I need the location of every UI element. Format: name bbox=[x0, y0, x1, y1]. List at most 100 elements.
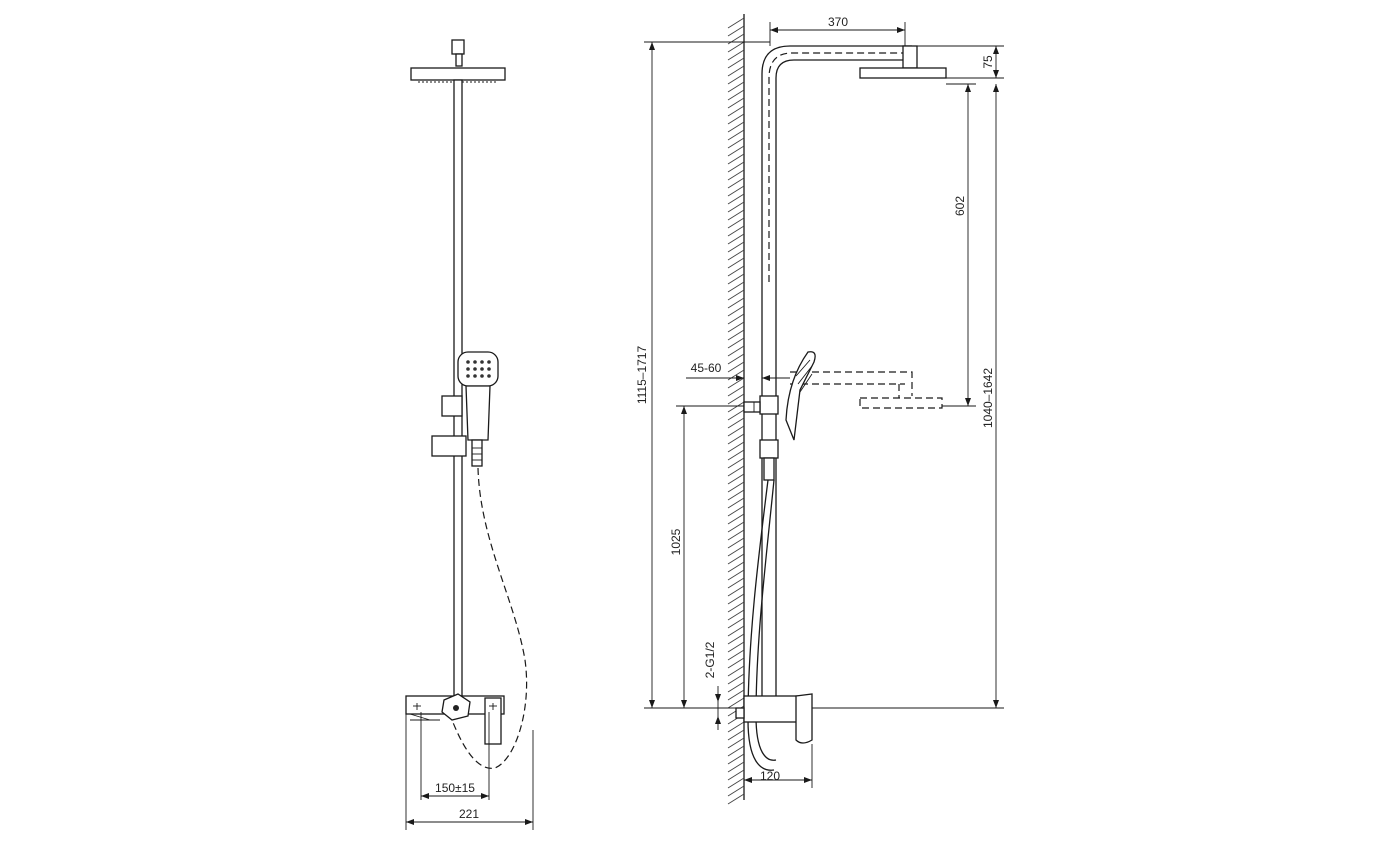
wall-hatch-line bbox=[727, 593, 745, 605]
wall-hatch-line bbox=[727, 721, 745, 733]
wall-hatch-line bbox=[727, 329, 745, 341]
wall-hatch-line bbox=[727, 401, 745, 413]
wall-hatch-line bbox=[727, 761, 745, 773]
wall-hatch-line bbox=[727, 121, 745, 133]
wall-hatch-line bbox=[727, 537, 745, 549]
wall-hatch-line bbox=[727, 457, 745, 469]
wall-hatch-line bbox=[727, 609, 745, 621]
side-mixer bbox=[735, 693, 813, 744]
wall-hatch-line bbox=[727, 545, 745, 557]
wall-hatch-line bbox=[727, 657, 745, 669]
wall-hatch-line bbox=[727, 433, 745, 445]
side-hand-shower bbox=[759, 351, 816, 481]
wall-hatch-line bbox=[727, 177, 745, 189]
wall-hatch-line bbox=[727, 409, 745, 421]
wall-hatch-line bbox=[727, 25, 745, 37]
wall-hatch-line bbox=[727, 209, 745, 221]
wall-hatch-line bbox=[727, 129, 745, 141]
wall-hatch-line bbox=[727, 777, 745, 789]
wall-hatch-line bbox=[727, 585, 745, 597]
dimension-head-height: 75 bbox=[981, 55, 995, 69]
wall-hatch-line bbox=[727, 161, 745, 173]
dimension-arm-height: 1040–1642 bbox=[981, 368, 995, 428]
wall-hatch-line bbox=[727, 633, 745, 645]
wall-hatch-line bbox=[727, 673, 745, 685]
wall-hatch-line bbox=[727, 665, 745, 677]
wall-hatch-line bbox=[727, 481, 745, 493]
wall-hatch-line bbox=[727, 393, 745, 405]
wall-hatch-line bbox=[727, 441, 745, 453]
front-rail bbox=[453, 79, 463, 697]
side-overhead-shower-head bbox=[859, 45, 947, 79]
wall-hatch-line bbox=[727, 289, 745, 301]
wall-hatch-line bbox=[727, 337, 745, 349]
wall-hatch-line bbox=[727, 689, 745, 701]
wall-hatch-line bbox=[727, 313, 745, 325]
wall-hatch-line bbox=[727, 465, 745, 477]
wall-hatch-line bbox=[727, 497, 745, 509]
front-hose bbox=[451, 467, 528, 769]
side-dimension-lines bbox=[644, 22, 1004, 788]
wall-hatch-line bbox=[727, 201, 745, 213]
wall-hatch-line bbox=[727, 785, 745, 797]
wall-hatch-line bbox=[727, 569, 745, 581]
dimension-mixer-depth: 120 bbox=[760, 769, 780, 783]
wall-hatch-line bbox=[727, 73, 745, 85]
dimension-total-height: 1115–1717 bbox=[635, 346, 649, 405]
side-overhead-head-lowered-position bbox=[790, 371, 943, 409]
wall-hatch-line bbox=[727, 297, 745, 309]
wall-hatch-line bbox=[727, 89, 745, 101]
wall-hatch-line bbox=[727, 57, 745, 69]
wall-hatch-line bbox=[727, 745, 745, 757]
wall-hatch-line bbox=[727, 265, 745, 277]
wall-hatch-line bbox=[727, 505, 745, 517]
wall-hatch-line bbox=[727, 249, 745, 261]
front-view: 150±15 221 bbox=[405, 39, 534, 830]
wall-hatch-line bbox=[727, 97, 745, 109]
dimension-head-reach: 370 bbox=[828, 15, 848, 29]
wall-hatch-line bbox=[727, 345, 745, 357]
wall-hatch-line bbox=[727, 105, 745, 117]
wall-hatch-line bbox=[727, 553, 745, 565]
wall-hatch-line bbox=[727, 65, 745, 77]
front-dimension-lines bbox=[405, 712, 534, 830]
side-rail bbox=[759, 45, 912, 712]
wall-hatch-line bbox=[727, 521, 745, 533]
wall-hatch-line bbox=[727, 681, 745, 693]
dimension-head-travel: 602 bbox=[953, 196, 967, 216]
wall-hatch-line bbox=[727, 17, 745, 29]
wall-hatch-line bbox=[727, 529, 745, 541]
wall-hatch-line bbox=[727, 697, 745, 709]
wall-hatch-line bbox=[727, 561, 745, 573]
wall-hatch-line bbox=[727, 385, 745, 397]
wall-hatch-line bbox=[727, 137, 745, 149]
wall-hatch-line bbox=[727, 257, 745, 269]
dimension-front-width: 221 bbox=[459, 807, 479, 821]
wall-hatch-line bbox=[727, 241, 745, 253]
wall-hatch-line bbox=[727, 601, 745, 613]
wall-hatch-line bbox=[727, 361, 745, 373]
wall-hatch-line bbox=[727, 737, 745, 749]
wall-hatch-line bbox=[727, 769, 745, 781]
wall-hatch-line bbox=[727, 281, 745, 293]
dimension-wall-gap: 45-60 bbox=[691, 361, 722, 375]
wall-hatch-line bbox=[727, 625, 745, 637]
wall-hatch-line bbox=[727, 305, 745, 317]
wall-hatch-line bbox=[727, 81, 745, 93]
wall-hatch-line bbox=[727, 225, 745, 237]
dimension-center-spacing: 150±15 bbox=[435, 781, 475, 795]
wall-hatch-line bbox=[727, 169, 745, 181]
wall-hatch-line bbox=[727, 185, 745, 197]
wall-hatch-line bbox=[727, 417, 745, 429]
wall-hatch-line bbox=[727, 41, 745, 53]
wall-hatch-line bbox=[727, 217, 745, 229]
wall-hatch-line bbox=[727, 649, 745, 661]
wall-hatch-line bbox=[727, 513, 745, 525]
side-view: 370 75 602 1040–1642 1115–1717 45-60 102… bbox=[635, 14, 1004, 805]
wall-hatch-line bbox=[727, 321, 745, 333]
wall-hatch-line bbox=[727, 425, 745, 437]
wall-hatch-line bbox=[727, 145, 745, 157]
side-wall bbox=[727, 14, 745, 805]
dimension-mixer-height: 1025 bbox=[669, 528, 683, 555]
